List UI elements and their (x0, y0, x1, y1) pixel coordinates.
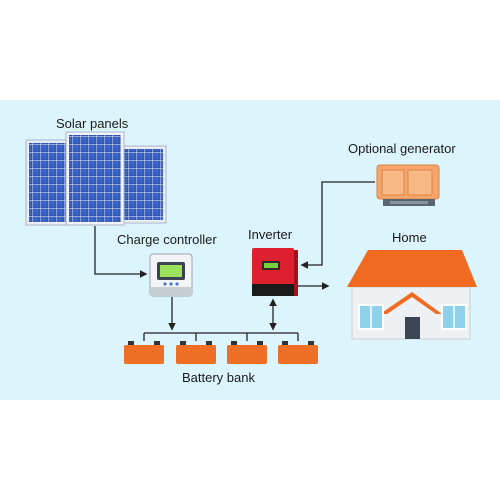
battery-bank-label: Battery bank (182, 370, 255, 385)
solar-panels (25, 131, 167, 226)
inverter-label: Inverter (248, 227, 293, 242)
solar-panels-label: Solar panels (56, 116, 129, 131)
charge-controller-label: Charge controller (117, 232, 217, 247)
inverter-unit (252, 248, 298, 296)
connection-lines (94, 181, 375, 341)
charge-controller (149, 253, 193, 297)
home-label: Home (392, 230, 427, 245)
battery-bank (124, 341, 318, 364)
optional-generator-label: Optional generator (348, 141, 456, 156)
home-building (347, 250, 477, 340)
generator-unit (376, 164, 440, 206)
